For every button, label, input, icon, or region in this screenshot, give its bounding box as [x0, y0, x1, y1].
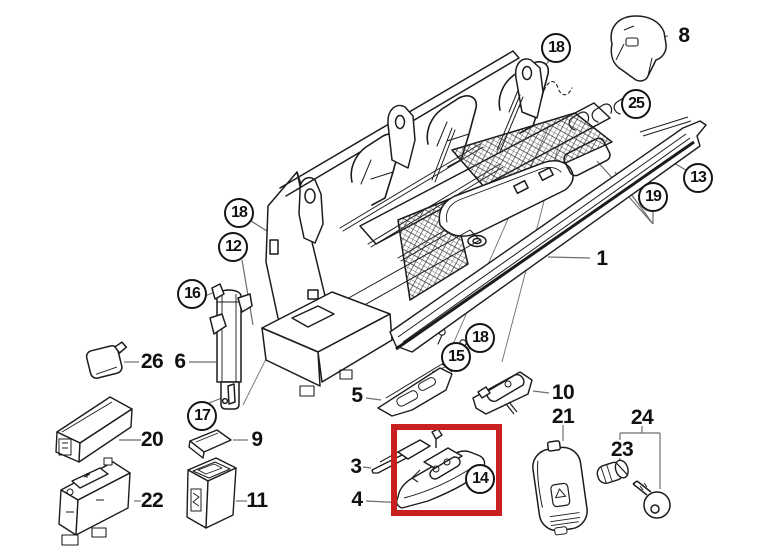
callout-10[interactable]: 10	[551, 381, 575, 404]
callout-11[interactable]: 11	[246, 489, 268, 512]
callout-26[interactable]: 26	[140, 350, 164, 373]
part-20-box-drawing	[55, 396, 133, 463]
glovebox-housing-drawing	[261, 50, 635, 397]
callout-19[interactable]: 19	[638, 182, 668, 212]
part-9-lid-drawing	[188, 429, 232, 459]
part-4-handle-drawing	[379, 428, 486, 509]
callout-18[interactable]: 18	[541, 33, 571, 63]
part-6-damper-drawing	[209, 283, 253, 410]
part-22-switch-drawing	[58, 457, 131, 546]
part-5-bracket-drawing	[377, 363, 453, 417]
part-11-holder-drawing	[186, 457, 237, 529]
callout-15[interactable]: 15	[441, 342, 471, 372]
callout-6[interactable]: 6	[174, 350, 186, 373]
callout-18[interactable]: 18	[465, 323, 495, 353]
part-21-keyfob-drawing	[532, 440, 588, 536]
callout-21[interactable]: 21	[551, 405, 575, 428]
callout-13[interactable]: 13	[683, 163, 713, 193]
callout-9[interactable]: 9	[251, 428, 263, 451]
callout-24[interactable]: 24	[630, 406, 654, 429]
callout-4[interactable]: 4	[351, 488, 363, 511]
callout-17[interactable]: 17	[187, 401, 217, 431]
part-26-cap-drawing	[85, 341, 128, 379]
part-10-latch-drawing	[472, 371, 533, 415]
callout-16[interactable]: 16	[177, 279, 207, 309]
callout-20[interactable]: 20	[140, 428, 164, 451]
part-8-cover-drawing	[610, 15, 667, 82]
callout-1[interactable]: 1	[596, 247, 608, 270]
callout-25[interactable]: 25	[621, 89, 651, 119]
key-drawing	[632, 480, 671, 519]
callout-8[interactable]: 8	[678, 24, 690, 47]
part-23-lock-cylinder-drawing	[596, 459, 629, 484]
highlight-box	[391, 424, 502, 516]
callout-5[interactable]: 5	[351, 384, 363, 407]
glovebox-lid-drawing	[389, 116, 707, 353]
callout-22[interactable]: 22	[140, 489, 164, 512]
callout-23[interactable]: 23	[610, 438, 634, 461]
callout-18[interactable]: 18	[224, 198, 254, 228]
callout-14[interactable]: 14	[465, 464, 495, 494]
callout-12[interactable]: 12	[218, 232, 248, 262]
callout-3[interactable]: 3	[350, 455, 362, 478]
